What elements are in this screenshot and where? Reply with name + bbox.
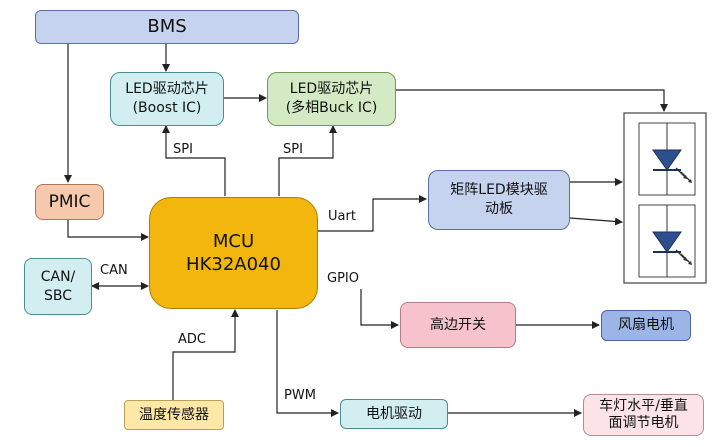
fan-motor-label: 风扇电机: [618, 317, 674, 334]
edge-mcu-spi-boost: [162, 125, 226, 196]
pwm-label: PWM: [284, 388, 316, 403]
motor-drive-label: 电机驱动: [366, 405, 422, 422]
spi-label-right: SPI: [283, 142, 303, 157]
mcu-model: HK32A040: [186, 254, 281, 275]
can-sbc-line2: SBC: [43, 287, 72, 304]
lamp-leveling-motor-box: 车灯水平/垂直 面调节电机: [583, 394, 704, 436]
bms-box: BMS: [35, 10, 299, 44]
led-buck-line1: LED驱动芯片: [289, 81, 374, 98]
lamp-leveling-line1: 车灯水平/垂直: [599, 397, 688, 414]
can-sbc-box: CAN/ SBC: [24, 258, 92, 315]
led-boost-line1: LED驱动芯片: [125, 81, 209, 98]
spi-label-left: SPI: [173, 142, 193, 157]
matrix-led-driver-box: 矩阵LED模块驱 动板: [428, 170, 570, 230]
led-diode-icon: [652, 123, 692, 195]
edge-buck-to-led-panel: [396, 89, 668, 112]
can-sbc-line1: CAN/: [40, 268, 76, 285]
motor-drive-box: 电机驱动: [340, 399, 448, 429]
edge-mcu-pwm-motor: [276, 310, 339, 417]
pmic-label: PMIC: [48, 191, 91, 212]
high-side-switch-box: 高边开关: [400, 302, 516, 348]
temperature-sensor-box: 温度传感器: [124, 400, 224, 430]
can-label: CAN: [100, 263, 128, 278]
led-driver-buck-box: LED驱动芯片 (多相Buck IC): [267, 72, 396, 126]
temp-sensor-label: 温度传感器: [139, 406, 209, 423]
mcu-title: MCU: [212, 230, 255, 252]
led-diode-icon: [652, 205, 692, 277]
bms-label: BMS: [147, 15, 187, 37]
led-driver-boost-box: LED驱动芯片 (Boost IC): [110, 72, 224, 126]
led-panel: [623, 112, 707, 284]
fan-motor-box: 风扇电机: [601, 310, 691, 341]
matrix-led-line2: 动板: [485, 201, 513, 217]
edge-temp-adc-mcu: [172, 309, 239, 400]
uart-label: Uart: [328, 209, 356, 224]
edge-mcu-uart-matrix: [318, 195, 427, 232]
pmic-box: PMIC: [35, 184, 104, 220]
edge-mcu-gpio-highside: [360, 289, 399, 329]
edge-matrix-to-led2: [569, 217, 623, 226]
mcu-box: MCU HK32A040: [149, 197, 318, 309]
led-buck-line2: (多相Buck IC): [285, 100, 378, 116]
edge-pmic-to-mcu: [67, 220, 149, 241]
gpio-label: GPIO: [327, 271, 359, 286]
adc-label: ADC: [178, 332, 206, 347]
lamp-leveling-line2: 面调节电机: [608, 415, 679, 431]
edge-mcu-spi-buck: [278, 125, 337, 196]
matrix-led-line1: 矩阵LED模块驱: [450, 182, 548, 199]
led-boost-line2: (Boost IC): [132, 100, 202, 116]
high-side-label: 高边开关: [430, 316, 486, 333]
